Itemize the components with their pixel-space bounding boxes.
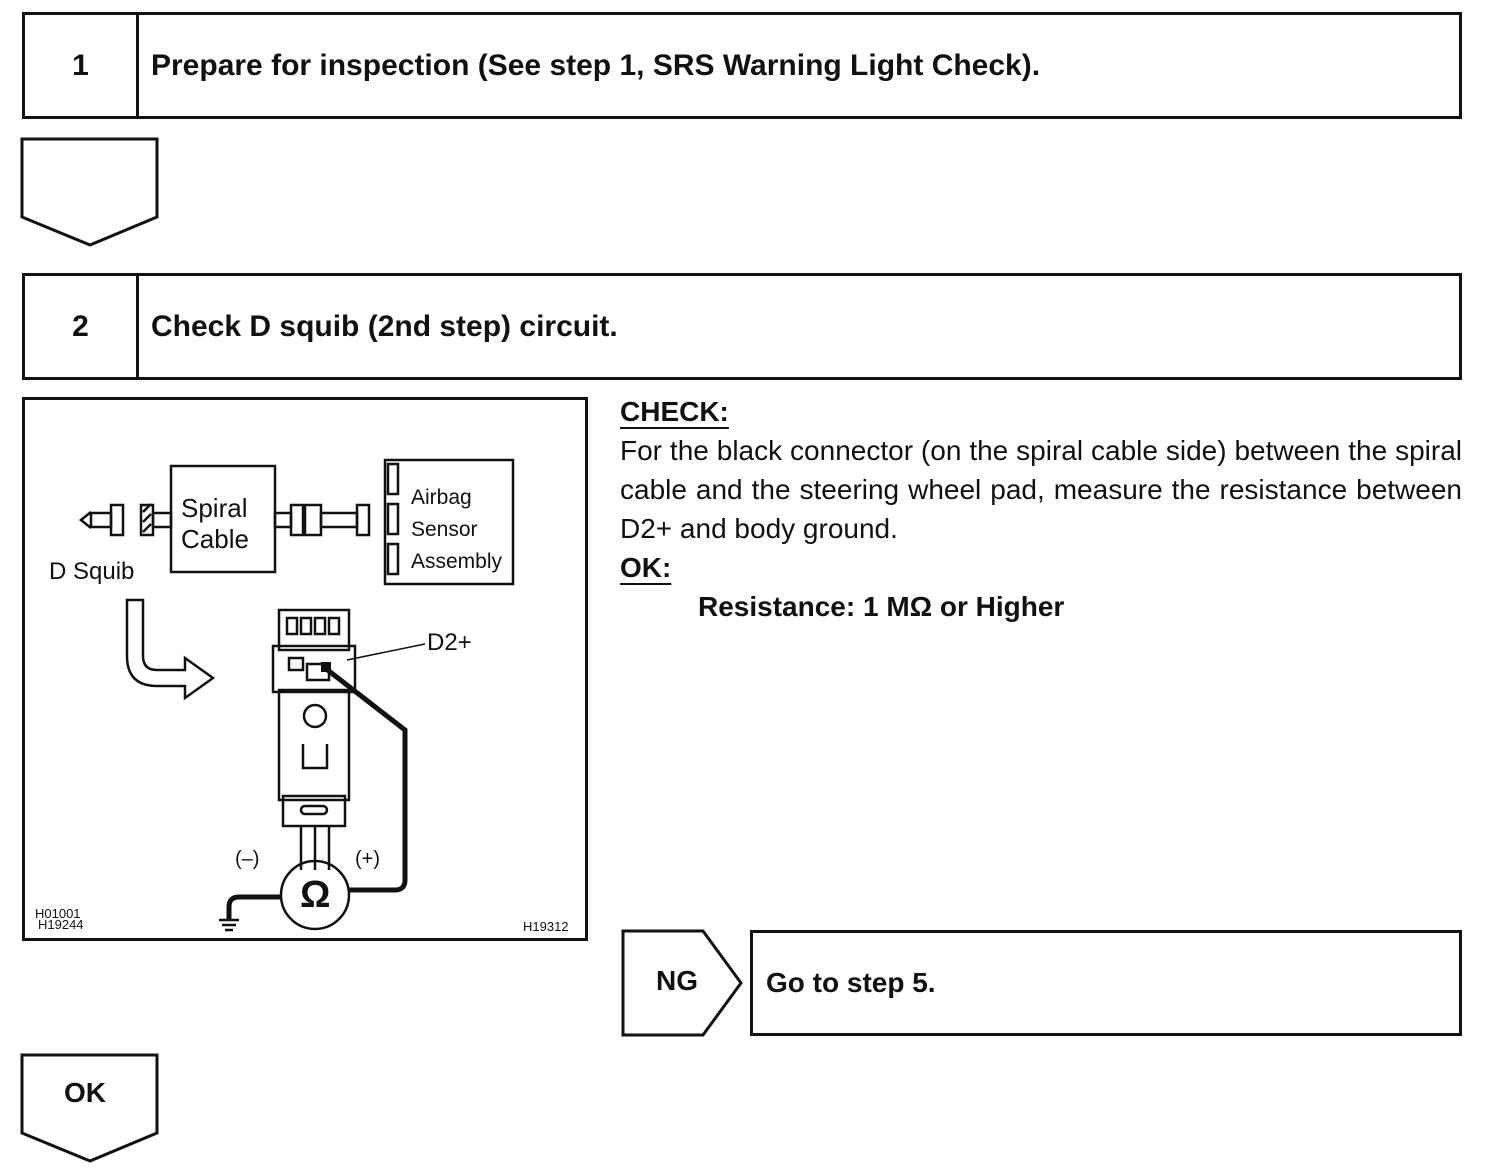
step-1-number: 1: [25, 15, 139, 116]
ng-arrow: [621, 929, 743, 1037]
check-heading: CHECK:: [620, 396, 729, 427]
circuit-figure: Spiral Cable Airbag Sensor Assembly D Sq…: [22, 397, 588, 941]
step-1-title: Prepare for inspection (See step 1, SRS …: [151, 48, 1041, 82]
airbag-sensor-label-2: Sensor: [411, 518, 478, 541]
airbag-sensor-label-1: Airbag: [411, 486, 472, 509]
ng-action-text: Go to step 5.: [766, 967, 936, 998]
ng-action-box: Go to step 5.: [750, 930, 1462, 1036]
step-2-number: 2: [25, 276, 139, 377]
flow-arrow-1: [20, 137, 159, 247]
d-squib-label: D Squib: [49, 558, 135, 585]
airbag-sensor-label-3: Assembly: [411, 550, 503, 573]
spiral-cable-label-1: Spiral: [181, 493, 248, 523]
positive-label: (+): [355, 848, 380, 870]
step-2-box: 2 Check D squib (2nd step) circuit.: [22, 273, 1462, 380]
ok-heading: OK:: [620, 552, 672, 583]
spiral-cable-label-2: Cable: [181, 524, 249, 554]
figure-ref-left-1: H01001: [35, 906, 81, 921]
ohm-icon: Ω: [300, 874, 331, 916]
check-section: CHECK: For the black connector (on the s…: [620, 392, 1462, 626]
check-text: For the black connector (on the spiral c…: [620, 435, 1462, 544]
ng-label: NG: [656, 965, 698, 996]
d2-plus-label: D2+: [427, 629, 472, 656]
negative-label: (–): [235, 848, 260, 870]
step-2-title: Check D squib (2nd step) circuit.: [151, 309, 618, 343]
ok-label: OK: [64, 1077, 106, 1108]
ok-arrow: [20, 1053, 159, 1163]
figure-ref-left-2: H19244: [38, 917, 84, 932]
step-1-box: 1 Prepare for inspection (See step 1, SR…: [22, 12, 1462, 119]
circuit-drawing: [78, 458, 515, 932]
figure-ref-right: H19312: [523, 919, 569, 934]
resistance-spec: Resistance: 1 MΩ or Higher: [698, 591, 1065, 622]
